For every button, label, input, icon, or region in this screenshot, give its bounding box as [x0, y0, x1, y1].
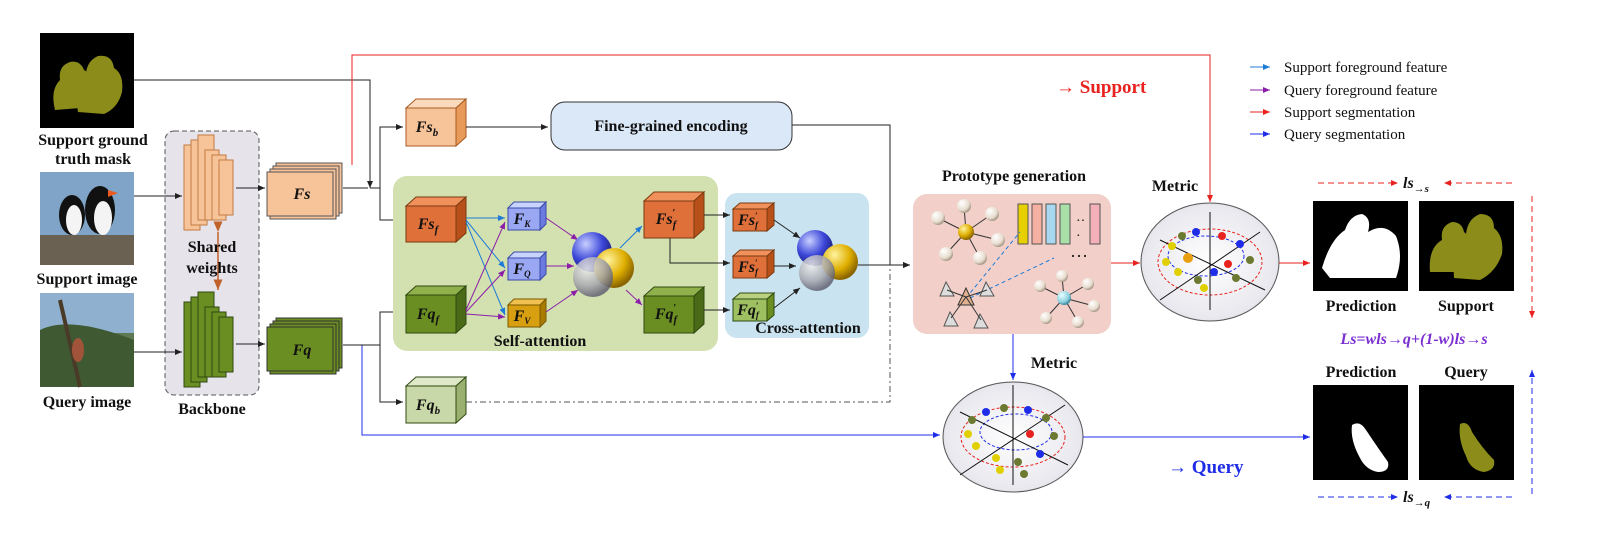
query-image: [40, 293, 134, 388]
svg-text:Fsf′: Fsf′: [737, 258, 759, 277]
self-attention-label: Self-attention: [494, 333, 587, 350]
fq-f-prime-cube: Fqf′: [642, 285, 706, 335]
ls-q-indicator: ls→q: [1318, 489, 1512, 509]
self-attention-spheres: [572, 232, 634, 297]
support-image: [40, 172, 134, 265]
ca-fs1-cube: Fsf′: [731, 201, 776, 233]
ca-fs2-cube: Fsf′: [731, 248, 776, 280]
fs-label: Fs: [293, 186, 311, 203]
fine-grained-encoding-box: [550, 101, 793, 151]
legend-item-query-segmentation: Query segmentation: [1250, 127, 1406, 143]
prototype-generation-label: Prototype generation: [942, 168, 1086, 185]
prediction-bottom-image: [1313, 385, 1408, 480]
cross-attention-label: Cross-attention: [755, 320, 861, 337]
legend-item-support-segmentation: Support segmentation: [1250, 105, 1416, 121]
svg-text:Query foreground feature: Query foreground feature: [1284, 83, 1438, 99]
svg-text:Fsf: Fsf: [417, 216, 440, 236]
shared-weights-label: Shared weights: [186, 239, 238, 277]
to-fsb-arrow: [379, 124, 403, 188]
svg-text:FK: FK: [513, 211, 532, 229]
prediction-top-image: [1313, 201, 1408, 291]
metric-top-ellipse: [1140, 202, 1280, 322]
prototype-bars: ·· · ···: [1017, 203, 1101, 266]
fv-cube: FV: [506, 297, 548, 329]
svg-text:Query segmentation: Query segmentation: [1284, 127, 1406, 143]
metric-bottom-ellipse: [942, 381, 1084, 493]
metric-top-label: Metric: [1152, 178, 1198, 195]
svg-text:·: ·: [1076, 229, 1081, 244]
prediction-top-label: Prediction: [1326, 298, 1397, 315]
self-attention-arrows: [465, 215, 643, 320]
query-image-label: Query image: [43, 394, 131, 411]
support-output-label: Support: [1438, 298, 1495, 315]
backbone-label: Backbone: [178, 401, 246, 418]
cross-attention-spheres: [797, 230, 858, 291]
metric-bottom-label: Metric: [1031, 355, 1077, 372]
legend: Support foreground feature Query foregro…: [1250, 60, 1448, 143]
svg-text:FV: FV: [513, 308, 532, 326]
svg-text:truth mask: truth mask: [55, 151, 131, 168]
backbone-query-layers: [183, 291, 234, 388]
ca-fq-cube: Fqf′: [731, 291, 776, 323]
fq-f-cube: Fqf: [404, 284, 468, 335]
fq-feature-stack: Fq: [266, 317, 343, 375]
svg-text:Fqf′: Fqf′: [654, 302, 679, 326]
fine-grained-encoding-label: Fine-grained encoding: [594, 118, 747, 135]
support-mask-image: [40, 33, 134, 128]
svg-text:Fqb: Fqb: [415, 397, 441, 417]
svg-text:···: ···: [1070, 246, 1088, 266]
support-image-label: Support image: [37, 271, 138, 288]
fs-b-cube: Fsb: [404, 97, 468, 148]
query-output-label: Query: [1444, 364, 1488, 381]
query-branch-label: → Query: [1168, 457, 1244, 478]
svg-text:Fqf: Fqf: [416, 306, 441, 326]
support-segmentation-path: [351, 54, 1213, 202]
fk-cube: FK: [506, 200, 548, 232]
svg-text:weights: weights: [186, 260, 238, 277]
svg-text:Fsf′: Fsf′: [655, 207, 678, 231]
svg-text:Fsf′: Fsf′: [737, 211, 759, 230]
fqb-to-proto-line: [466, 268, 891, 403]
prototype-star-support: [931, 199, 1005, 265]
self-attention-box: [393, 176, 718, 351]
prototype-triangle: [939, 231, 1055, 329]
svg-text:Support foreground feature: Support foreground feature: [1284, 60, 1448, 76]
svg-text:ls→s: ls→s: [1403, 175, 1429, 195]
fq-b-cube: Fqb: [404, 375, 468, 425]
svg-text:Support segmentation: Support segmentation: [1284, 105, 1416, 121]
fs-feature-stack: Fs: [266, 162, 343, 220]
legend-item-support-foreground: Support foreground feature: [1250, 60, 1448, 76]
support-mask-label: Support ground truth mask: [38, 132, 148, 168]
svg-text:Support ground: Support ground: [38, 132, 148, 149]
query-output-image: [1419, 385, 1514, 480]
fs-f-cube: Fsf: [404, 195, 468, 244]
loss-formula: Ls=wls→q+(1-w)ls→s: [1339, 331, 1487, 348]
svg-text:Shared: Shared: [188, 239, 237, 256]
fq-label: Fq: [292, 342, 312, 359]
support-branch-label: → Support: [1056, 77, 1147, 98]
legend-item-query-foreground: Query foreground feature: [1250, 83, 1438, 99]
svg-text:FQ: FQ: [512, 261, 531, 279]
support-output-image: [1419, 201, 1514, 291]
svg-text:Fqf′: Fqf′: [736, 301, 760, 320]
mask-line: [134, 79, 373, 188]
svg-text:Fsb: Fsb: [415, 119, 439, 139]
backbone-support-layers: [183, 134, 234, 231]
ls-s-indicator: ls→s: [1318, 175, 1512, 195]
svg-text:··: ··: [1076, 214, 1085, 229]
prediction-bottom-label: Prediction: [1326, 364, 1397, 381]
query-segmentation-path: [361, 345, 940, 438]
prototype-star-query: [1034, 270, 1100, 328]
svg-text:ls→q: ls→q: [1403, 489, 1431, 509]
to-fqb-arrow: [379, 345, 403, 405]
fq-attn-cube: FQ: [506, 250, 548, 282]
fs-f-prime-cube: Fsf′: [642, 190, 706, 240]
cross-attention-arrows: [773, 219, 801, 309]
